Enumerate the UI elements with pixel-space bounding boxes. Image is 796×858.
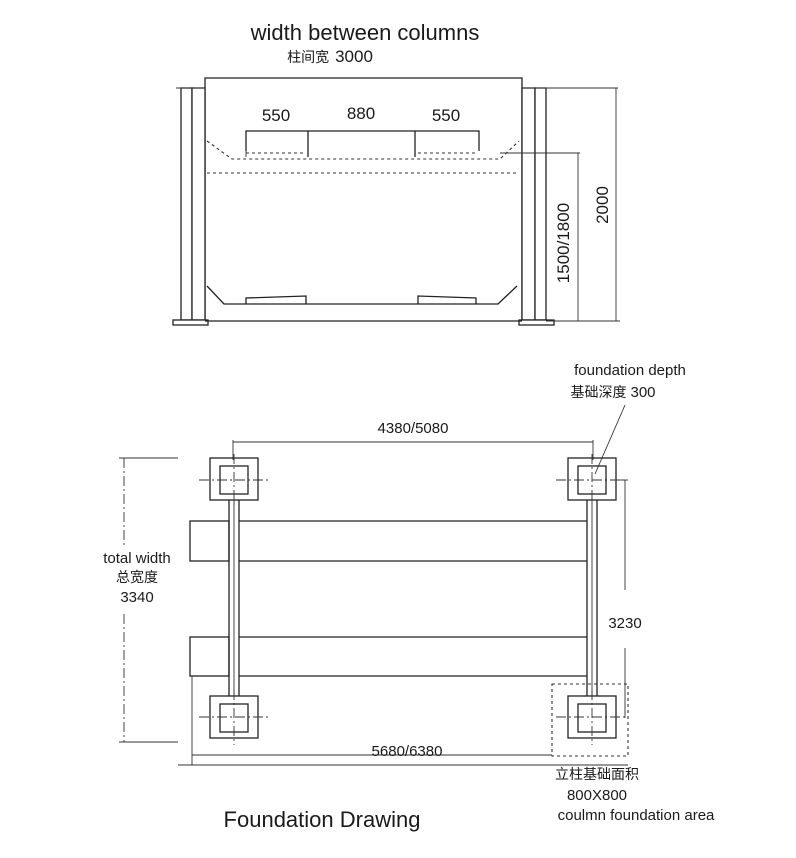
area-label-cn: 立柱基础面积 bbox=[555, 766, 639, 782]
side-beams bbox=[228, 500, 598, 696]
runway-bottom bbox=[189, 636, 587, 677]
side-title-cn: 柱间宽 3000 bbox=[287, 47, 373, 66]
total-width-value: 3340 bbox=[120, 589, 153, 606]
post-top-left bbox=[199, 454, 270, 506]
upper-platform bbox=[206, 140, 520, 160]
area-label-en: coulmn foundation area bbox=[558, 807, 715, 824]
depth-value: 300 bbox=[630, 384, 655, 401]
foundation-area-outline bbox=[551, 683, 629, 757]
depth-label-cn-text: 基础深度 bbox=[570, 384, 626, 400]
post-bottom-left bbox=[199, 690, 270, 745]
dim-2000: 2000 bbox=[593, 186, 612, 224]
left-column bbox=[172, 87, 209, 326]
caption: Foundation Drawing bbox=[224, 807, 421, 832]
area-value: 800X800 bbox=[567, 787, 627, 804]
side-view: width between columns 柱间宽 3000 bbox=[172, 20, 620, 326]
runway-top bbox=[189, 520, 587, 562]
total-width-cn: 总宽度 bbox=[116, 569, 158, 585]
dim-4380-5080: 4380/5080 bbox=[378, 420, 449, 437]
dim-3230: 3230 bbox=[608, 615, 641, 632]
dim-880: 880 bbox=[347, 104, 375, 123]
dim-1500-1800: 1500/1800 bbox=[554, 203, 573, 283]
depth-label-en: foundation depth bbox=[574, 362, 686, 379]
side-title-value: 3000 bbox=[335, 47, 373, 66]
dim-550-right: 550 bbox=[432, 106, 460, 125]
post-bottom-right bbox=[551, 683, 629, 757]
depth-leader bbox=[594, 404, 626, 475]
side-title-cn-label: 柱间宽 bbox=[287, 49, 329, 65]
total-width-en: total width bbox=[103, 550, 171, 567]
upper-runways bbox=[245, 130, 480, 157]
side-title-en: width between columns bbox=[250, 20, 480, 45]
lower-platform bbox=[206, 285, 518, 305]
right-column bbox=[518, 87, 555, 326]
dim-5680-6380: 5680/6380 bbox=[372, 743, 443, 760]
dim-550-left: 550 bbox=[262, 106, 290, 125]
